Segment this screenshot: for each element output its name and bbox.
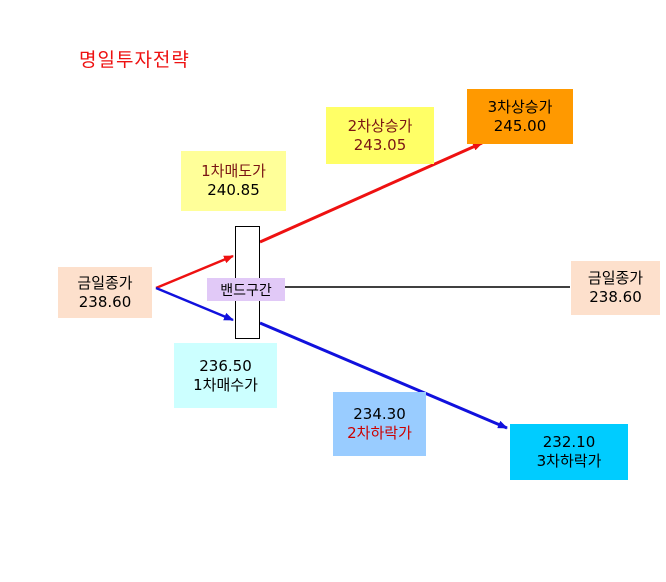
up-arrow-long bbox=[259, 141, 483, 244]
down-arrow-long bbox=[259, 321, 508, 430]
strategy-title: 명일투자전략 bbox=[79, 49, 190, 71]
today-close-right-label: 금일종가 bbox=[587, 269, 644, 287]
rise-3-box: 3차상승가 245.00 bbox=[467, 89, 573, 144]
up-arrow-short bbox=[155, 254, 234, 290]
rise-3-value: 245.00 bbox=[493, 116, 547, 135]
rise-2-value: 243.05 bbox=[353, 135, 407, 154]
fall-3-label: 3차하락가 bbox=[536, 452, 602, 470]
fall-2-label: 2차하락가 bbox=[347, 424, 412, 442]
today-close-left-value: 238.60 bbox=[78, 292, 132, 311]
fall-3-value: 232.10 bbox=[542, 433, 596, 451]
sell-1-label: 1차매도가 bbox=[201, 162, 266, 180]
rise-2-box: 2차상승가 243.05 bbox=[326, 107, 434, 164]
today-close-right-value: 238.60 bbox=[589, 288, 642, 306]
down-arrow-short bbox=[155, 286, 234, 322]
sell-1-value: 240.85 bbox=[207, 181, 260, 199]
fall-2-value: 234.30 bbox=[353, 405, 406, 423]
today-close-left-box: 금일종가 238.60 bbox=[58, 267, 152, 318]
sell-1-box: 1차매도가 240.85 bbox=[181, 151, 286, 211]
today-close-right-box: 금일종가 238.60 bbox=[571, 261, 660, 315]
fall-2-box: 234.30 2차하락가 bbox=[333, 392, 426, 456]
rise-3-label: 3차상승가 bbox=[487, 97, 553, 116]
rise-2-label: 2차상승가 bbox=[347, 116, 413, 135]
buy-1-box: 236.50 1차매수가 bbox=[174, 343, 277, 408]
today-close-left-label: 금일종가 bbox=[77, 273, 133, 292]
buy-1-value: 236.50 bbox=[199, 356, 252, 375]
band-range-label: 밴드구간 bbox=[207, 278, 285, 301]
fall-3-box: 232.10 3차하락가 bbox=[510, 424, 628, 480]
buy-1-label: 1차매수가 bbox=[193, 375, 258, 394]
